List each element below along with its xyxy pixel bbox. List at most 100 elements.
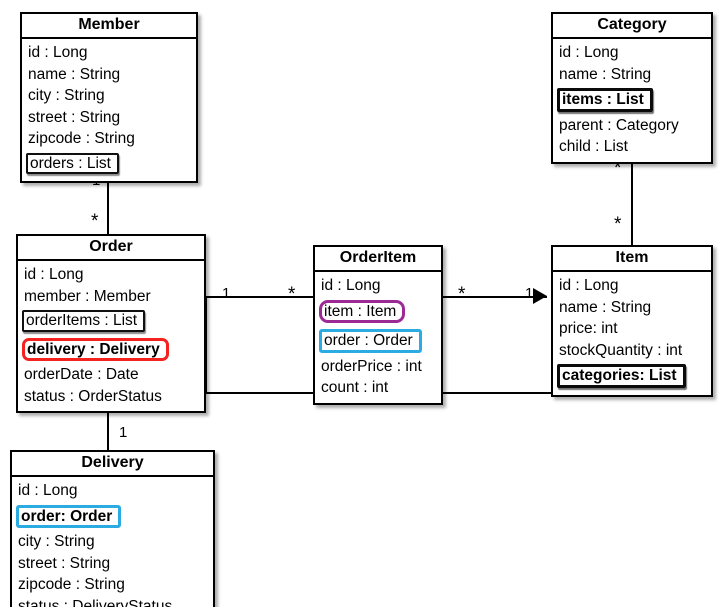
attribute-row: member : Member (18, 286, 204, 308)
multiplicity-member-order-bottom: * (91, 211, 99, 232)
attribute-row: zipcode : String (12, 574, 213, 596)
attribute-row: name : String (553, 64, 711, 86)
attribute-text: name : String (559, 65, 652, 83)
attribute-text: count : int (321, 379, 389, 396)
attribute-text: status : DeliveryStatus (18, 597, 173, 607)
edge-order-delivery (107, 381, 109, 450)
attribute-text-highlight-red: delivery : Delivery (22, 337, 169, 361)
attribute-row-highlighted: delivery : Delivery (18, 335, 204, 365)
attribute-text-highlight-cyan: order: Order (16, 504, 122, 528)
attribute-row: child : List (553, 136, 711, 158)
attribute-row: street : String (22, 107, 196, 129)
class-title-order: Order (18, 236, 204, 261)
attribute-row: id : Long (12, 480, 213, 502)
class-title-item: Item (553, 247, 711, 272)
attribute-row-highlighted: orderItems : List (18, 307, 204, 335)
attribute-text: name : String (559, 298, 652, 316)
edge-member-order (107, 168, 109, 236)
attribute-text: name : String (28, 65, 121, 83)
attribute-row-highlighted: categories: List (553, 361, 711, 391)
attribute-text: child : List (559, 138, 628, 155)
attribute-text: orderDate : Date (24, 366, 139, 383)
class-title-delivery: Delivery (12, 452, 213, 477)
attribute-row: name : String (22, 64, 196, 86)
attribute-row-highlighted: item : Item (315, 297, 441, 327)
edge-order-item-horizontal (205, 392, 694, 394)
attribute-row: id : Long (18, 264, 204, 286)
attribute-row-highlighted: order : Order (315, 326, 441, 356)
edge-order-orderitem (206, 296, 313, 298)
attribute-row: id : Long (553, 42, 711, 64)
attribute-row: parent : Category (553, 115, 711, 137)
class-attributes-orderitem: id : Long item : Item order : Order orde… (315, 272, 441, 403)
attribute-text: id : Long (559, 44, 619, 61)
class-attributes-item: id : Long name : String price: int stock… (553, 272, 711, 395)
multiplicity-order-orderitem-right: * (288, 284, 296, 305)
attribute-row: zipcode : String (22, 128, 196, 150)
multiplicity-category-item-top: * (614, 158, 622, 179)
attribute-text-highlight-black: orders : List (26, 152, 119, 174)
attribute-row: city : String (22, 85, 196, 107)
attribute-text: zipcode : String (18, 576, 125, 593)
class-attributes-member: id : Long name : String city : String st… (22, 39, 196, 181)
class-box-order[interactable]: Order id : Long member : Member orderIte… (16, 234, 206, 413)
attribute-row: street : String (12, 553, 213, 575)
arrowhead-orderitem-item (533, 288, 547, 304)
class-title-member: Member (22, 14, 196, 39)
edge-orderitem-item (443, 296, 547, 298)
multiplicity-order-orderitem-left: 1 (222, 285, 231, 302)
attribute-row: id : Long (315, 275, 441, 297)
attribute-text: id : Long (321, 277, 381, 294)
attribute-row: status : OrderStatus (18, 386, 204, 408)
attribute-text: price: int (559, 320, 618, 337)
attribute-text: id : Long (24, 266, 84, 283)
attribute-text: orderPrice : int (321, 357, 422, 375)
attribute-text: member : Member (24, 287, 151, 305)
attribute-row: id : Long (553, 275, 711, 297)
attribute-text: street : String (18, 554, 111, 572)
attribute-row: city : String (12, 531, 213, 553)
attribute-text-highlight-black: orderItems : List (22, 310, 146, 332)
attribute-row: name : String (553, 297, 711, 319)
multiplicity-orderitem-item-left: * (458, 284, 466, 305)
attribute-text: zipcode : String (28, 130, 135, 147)
multiplicity-category-item-bottom: * (614, 214, 622, 235)
multiplicity-order-delivery-bottom: 1 (119, 424, 128, 441)
class-box-category[interactable]: Category id : Long name : String items :… (551, 12, 713, 164)
attribute-row: price: int (553, 318, 711, 340)
class-box-item[interactable]: Item id : Long name : String price: int … (551, 245, 713, 397)
attribute-row: orderDate : Date (18, 364, 204, 386)
attribute-text-highlight-black: categories: List (557, 364, 686, 388)
class-box-orderitem[interactable]: OrderItem id : Long item : Item order : … (313, 245, 443, 405)
attribute-row-highlighted: orders : List (22, 150, 196, 178)
class-attributes-delivery: id : Long order: Order city : String str… (12, 477, 213, 607)
attribute-text: id : Long (559, 277, 619, 294)
attribute-text-highlight-purple: item : Item (319, 299, 406, 323)
class-attributes-category: id : Long name : String items : List par… (553, 39, 711, 162)
class-title-orderitem: OrderItem (315, 247, 441, 272)
edge-category-item (631, 140, 633, 245)
class-title-category: Category (553, 14, 711, 39)
attribute-row: count : int (315, 377, 441, 399)
attribute-row: stockQuantity : int (553, 340, 711, 362)
class-attributes-order: id : Long member : Member orderItems : L… (18, 261, 204, 411)
attribute-text: stockQuantity : int (559, 341, 683, 359)
attribute-text: id : Long (18, 482, 78, 499)
class-box-member[interactable]: Member id : Long name : String city : St… (20, 12, 198, 183)
attribute-row: status : DeliveryStatus (12, 596, 213, 607)
attribute-row: id : Long (22, 42, 196, 64)
attribute-row: orderPrice : int (315, 356, 441, 378)
attribute-text: street : String (28, 108, 121, 126)
attribute-text-highlight-cyan: order : Order (319, 329, 422, 353)
attribute-text: id : Long (28, 44, 88, 61)
multiplicity-orderitem-item-right: 1 (525, 285, 534, 302)
attribute-row-highlighted: order: Order (12, 502, 213, 532)
attribute-text: status : OrderStatus (24, 387, 162, 405)
attribute-text: city : String (28, 87, 105, 104)
attribute-row-highlighted: items : List (553, 85, 711, 115)
attribute-text: city : String (18, 533, 95, 550)
class-box-delivery[interactable]: Delivery id : Long order: Order city : S… (10, 450, 215, 607)
attribute-text: parent : Category (559, 116, 679, 134)
edge-order-item-vertical-left (205, 297, 207, 393)
